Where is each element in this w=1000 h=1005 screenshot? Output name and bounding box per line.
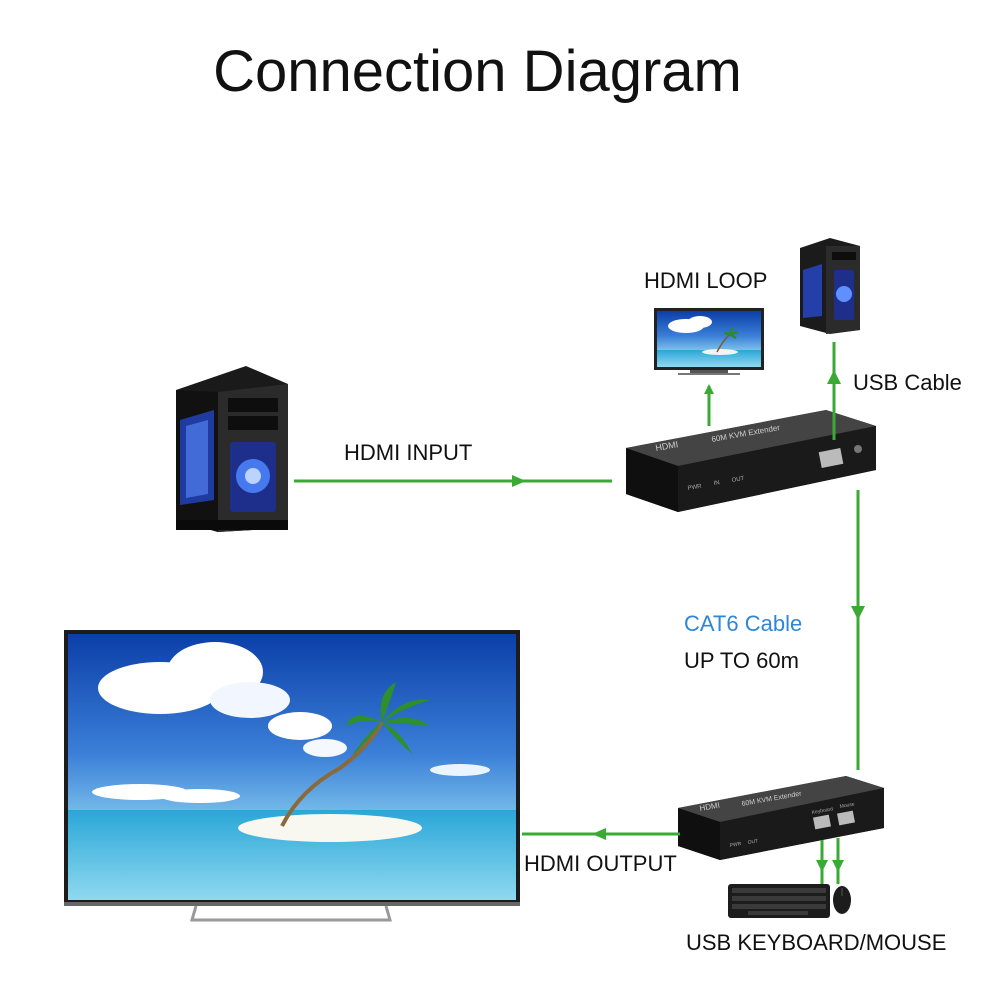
mouse-icon [833,886,851,914]
page-title: Connection Diagram [213,39,742,104]
connection-arrows [294,342,865,884]
hdmi-input-label: HDMI INPUT [344,440,473,465]
rx-port-pwr: PWR [729,841,742,849]
keyboard-icon [728,884,830,918]
hdmi-loop-label: HDMI LOOP [644,268,768,293]
loop-monitor-icon [654,308,764,375]
hdmi-output-label: HDMI OUTPUT [524,851,677,876]
tx-port-out: OUT [731,476,745,484]
hdmi-output-arrowhead [592,828,606,840]
cat6-cable-label: CAT6 Cable [684,611,803,636]
usb-cable-arrowhead [827,370,841,384]
tx-port-pwr: PWR [687,484,702,492]
tv-icon [64,630,520,922]
distance-label: UP TO 60m [684,648,799,673]
kvm-transmitter-icon: HDMI 60M KVM Extender PWR IN OUT [626,410,876,512]
tx-port-in: IN [713,480,720,487]
source-pc-icon [176,366,288,532]
kvm-receiver-icon: HDMI 60M KVM Extender Keyboard Mouse PWR… [678,776,884,860]
rx-brand-label: HDMI [699,801,721,813]
usb-cable-label: USB Cable [853,370,962,395]
cat6-cable-arrowhead [851,606,865,620]
rx-port-out: OUT [747,838,758,846]
host-pc-icon [800,238,860,334]
tx-brand-label: HDMI [655,439,679,453]
usb-keyboard-mouse-label: USB KEYBOARD/MOUSE [686,930,947,955]
rx-port-mouse: Mouse [839,801,855,810]
rx-port-keyboard: Keyboard [811,806,833,816]
hdmi-input-arrowhead [512,475,526,487]
